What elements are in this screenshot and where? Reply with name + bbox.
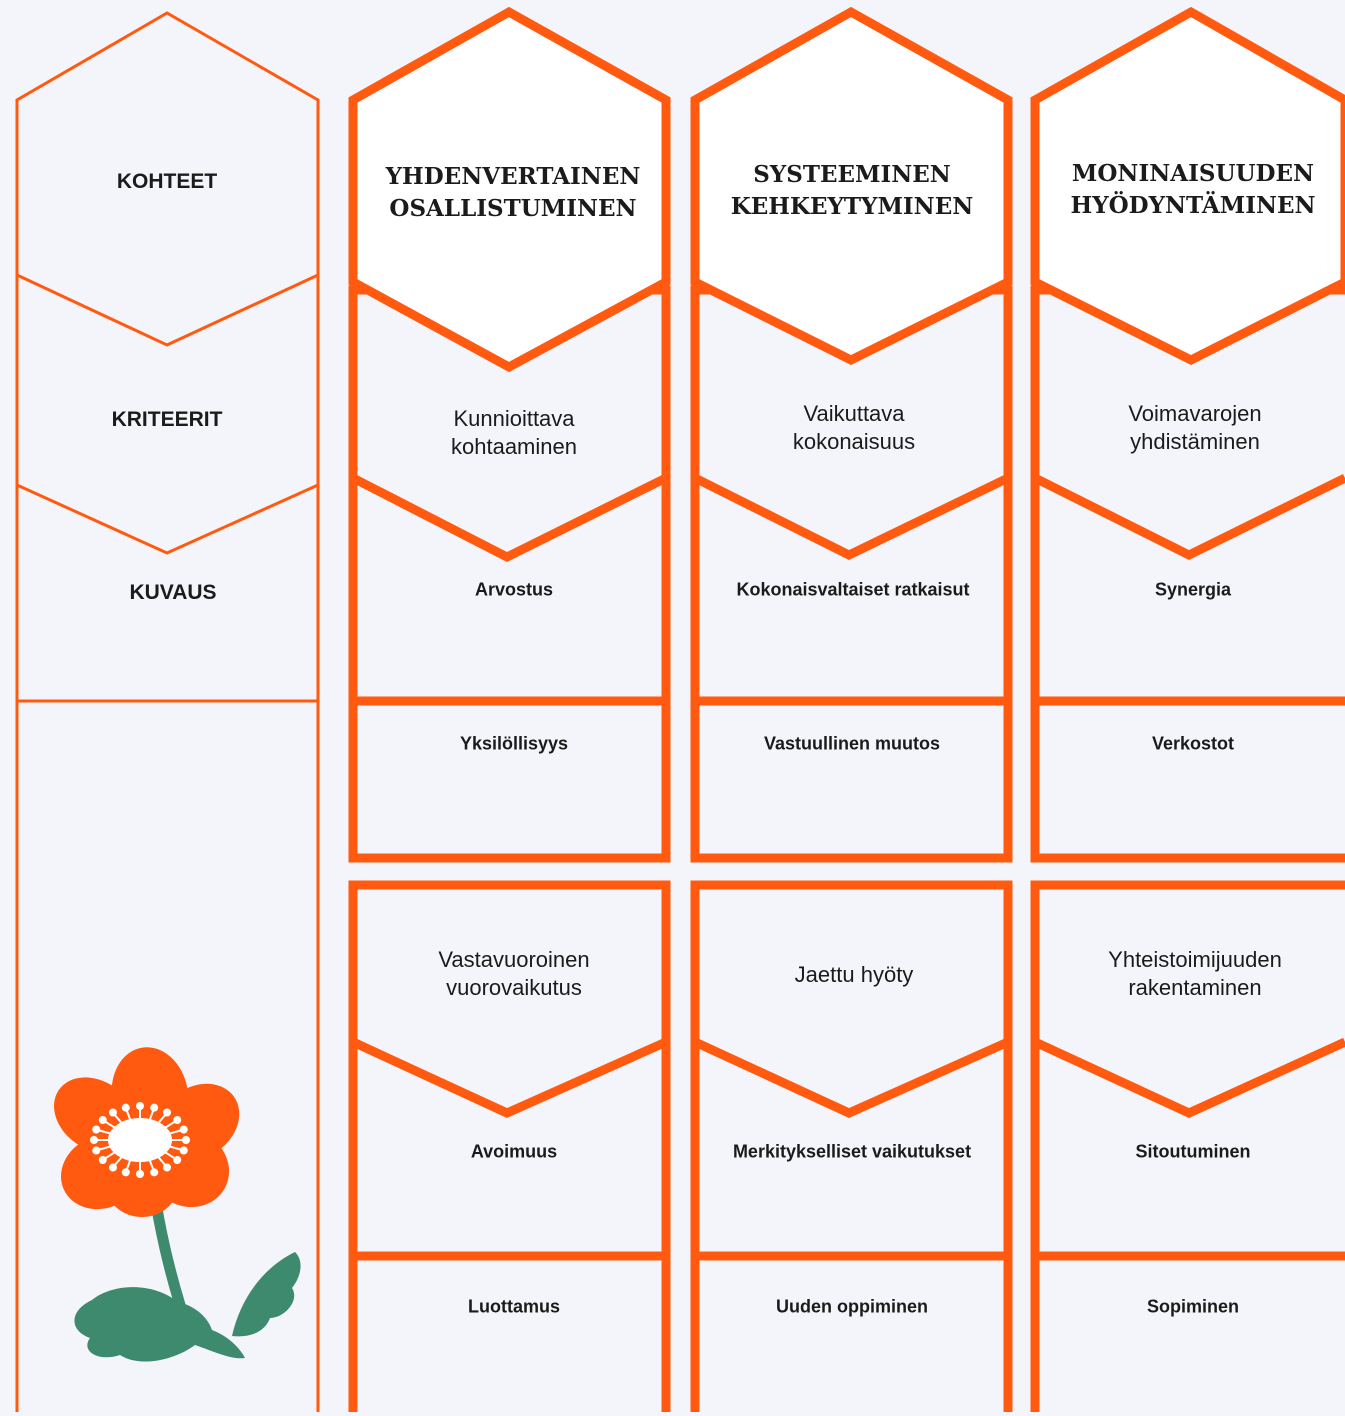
column-3-criterion-1: Voimavarojen yhdistäminen xyxy=(1128,401,1262,454)
column-3-description-2: Verkostot xyxy=(1151,733,1235,754)
column-1-description-4: Luottamus xyxy=(468,1296,560,1317)
column-2-description-1: Kokonaisvaltaiset ratkaisut xyxy=(736,579,970,600)
column-2-criterion-2: Jaettu hyöty xyxy=(794,962,914,987)
column-3-lower-card xyxy=(1030,880,1345,1416)
column-1-criterion-2: Vastavuoroinen vuorovaikutus xyxy=(438,947,590,1000)
column-2-lower-card xyxy=(690,880,1013,1416)
column-2-criterion-1: Vaikuttava kokonaisuus xyxy=(792,401,916,454)
column-1-upper-card xyxy=(348,285,671,863)
column-2-description-3: Merkitykselliset vaikutukset xyxy=(732,1141,972,1162)
column-1-criterion-chevron-1 xyxy=(350,473,669,563)
column-2-description-4: Uuden oppiminen xyxy=(776,1296,928,1317)
column-1-criterion-1: Kunnioittava kohtaaminen xyxy=(451,406,577,459)
column-2-title: SYSTEEMINEN KEHKEYTYMINEN xyxy=(730,161,974,220)
column-3-title: MONINAISUUDEN HYÖDYNTÄMINEN xyxy=(1070,160,1316,219)
column-3-header-hexagon xyxy=(1030,6,1345,366)
left-criteria-chevron xyxy=(16,483,319,555)
column-1-description-3: Avoimuus xyxy=(470,1141,558,1162)
column-3-criterion-chevron-2 xyxy=(1033,1037,1345,1118)
targets-label: KOHTEET xyxy=(116,170,218,193)
column-3-criterion-chevron-1 xyxy=(1032,473,1345,561)
left-column-frame xyxy=(15,11,320,1412)
column-3-shapes xyxy=(1030,6,1345,1416)
flower-icon xyxy=(54,1047,301,1362)
column-2-criterion-chevron-2 xyxy=(693,1037,1010,1118)
column-1-description-1: Arvostus xyxy=(474,579,554,600)
column-2-criterion-chevron-1 xyxy=(692,473,1010,561)
left-column-shapes xyxy=(15,11,320,1412)
column-2-description-2: Vastuullinen muutos xyxy=(763,733,941,754)
column-2-upper-card xyxy=(690,285,1013,863)
column-3-description-1: Synergia xyxy=(1154,579,1232,600)
column-1-shapes xyxy=(348,6,671,1416)
left-header-chevron xyxy=(16,273,319,347)
column-2-shapes xyxy=(690,6,1013,1416)
column-1-criterion-chevron-2 xyxy=(351,1037,668,1118)
column-1-header-hexagon xyxy=(348,6,671,373)
column-1-description-2: Yksilöllisyys xyxy=(459,733,569,754)
column-2-header-hexagon xyxy=(690,6,1013,366)
column-3-upper-card xyxy=(1030,285,1345,863)
column-3-description-4: Sopiminen xyxy=(1146,1296,1240,1317)
criteria-label: KRITEERIT xyxy=(111,408,223,431)
column-3-description-3: Sitoutuminen xyxy=(1135,1141,1251,1162)
column-3-criterion-2: Yhteistoimijuuden rakentaminen xyxy=(1108,947,1282,1000)
column-1-title: YHDENVERTAINEN OSALLISTUMINEN xyxy=(385,163,641,222)
column-1-lower-card xyxy=(348,880,671,1416)
description-label: KUVAUS xyxy=(129,581,217,604)
